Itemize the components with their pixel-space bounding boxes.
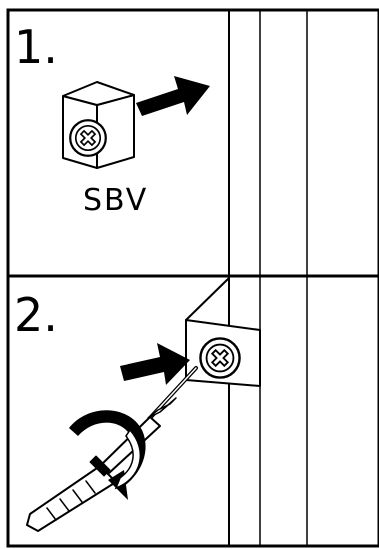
step-1-part-label: SBV xyxy=(83,183,149,218)
arrow-right-icon xyxy=(120,343,190,385)
rotate-arrow-icon xyxy=(69,410,146,500)
cross-screw-icon xyxy=(69,119,107,157)
screwdriver-icon xyxy=(26,366,198,532)
step-1-number: 1. xyxy=(14,20,58,74)
step-2-number: 2. xyxy=(14,288,58,342)
arrow-right-icon xyxy=(136,76,210,116)
cross-screw-icon xyxy=(199,337,241,379)
